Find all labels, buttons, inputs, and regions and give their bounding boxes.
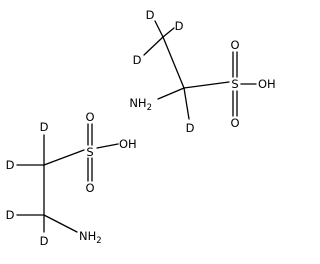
atom-oxygen: O	[85, 110, 94, 124]
atom-d: D	[175, 19, 184, 33]
bond-c1-s	[43, 149, 85, 166]
bond-s-oh	[96, 143, 119, 149]
bond-cd-d	[183, 87, 190, 120]
atom-d: D	[40, 234, 49, 248]
bond-cd-nh2	[157, 87, 185, 100]
bond-c2-nh2	[43, 214, 78, 233]
atom-d: D	[133, 53, 142, 67]
bond-cd3-d-left	[143, 36, 164, 56]
bond-cd3-d-right	[162, 27, 175, 38]
atom-hydroxyl: OH	[119, 137, 137, 151]
atom-d: D	[6, 208, 15, 222]
atom-amine: NH2	[79, 229, 102, 246]
bond-cd3-cd	[162, 36, 185, 89]
atom-sulfur: S	[86, 145, 93, 159]
atom-amine: NH2	[129, 96, 152, 113]
molecule-canvas: D D D NH2 D S O O OH D D D D S O O OH NH…	[6, 8, 276, 248]
atom-hydroxyl: OH	[258, 77, 276, 91]
bond-cd3-d-top	[154, 20, 164, 38]
molecule-2: D D D D S O O OH NH2	[6, 110, 137, 248]
atom-d: D	[6, 158, 15, 172]
atom-oxygen: O	[230, 38, 239, 52]
atom-sulfur: S	[231, 77, 238, 91]
atom-oxygen: O	[230, 116, 239, 130]
bond-cd-s	[183, 81, 230, 89]
atom-oxygen: O	[85, 181, 94, 195]
structure-drawing: D D D NH2 D S O O OH D D D D S O O OH NH…	[6, 8, 276, 248]
atom-d: D	[40, 120, 49, 134]
molecule-1: D D D NH2 D S O O OH	[129, 8, 275, 135]
atom-d: D	[146, 8, 155, 22]
atom-d: D	[186, 121, 195, 135]
